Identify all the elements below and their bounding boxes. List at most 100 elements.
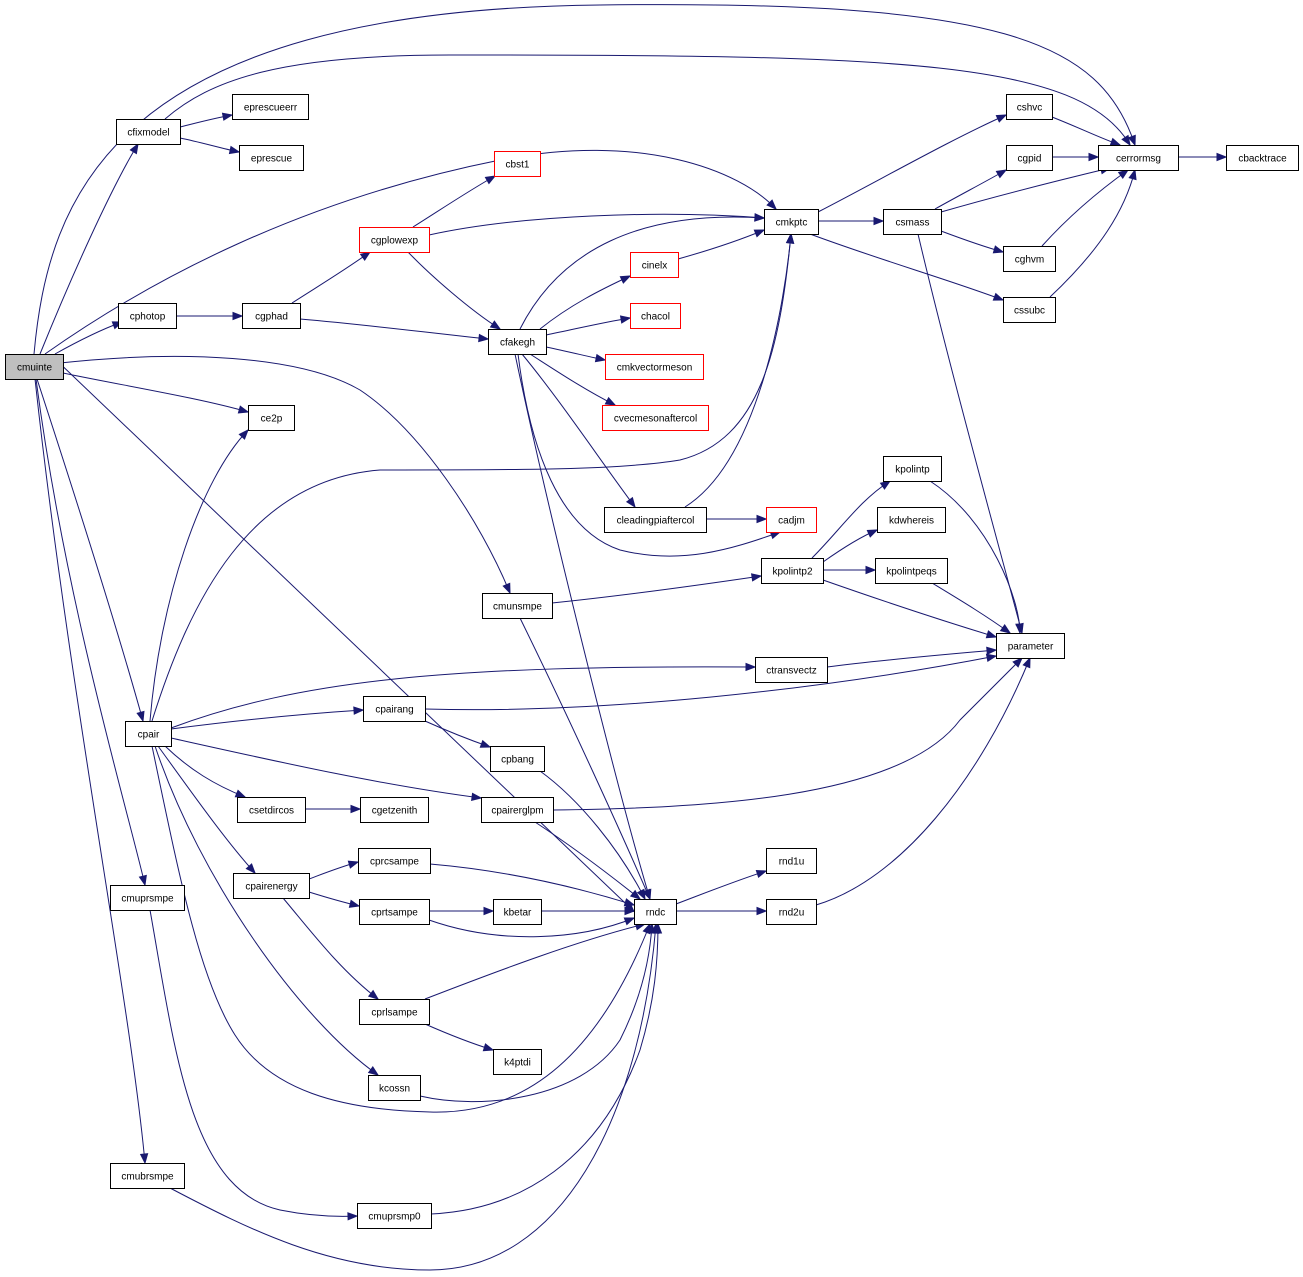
node-cshvc-box [1006, 94, 1053, 120]
edge-cpair-to-csetdircos [164, 745, 247, 798]
edge-cmuprsmp0-to-rndc-arrowhead [653, 922, 663, 934]
edge-cpbang-to-rndc-line [539, 770, 646, 900]
node-cprcsampe[interactable]: cprcsampe [358, 848, 431, 874]
node-cprlsampe[interactable]: cprlsampe [359, 999, 430, 1025]
node-rnd1u[interactable]: rnd1u [766, 848, 817, 874]
node-cadjm[interactable]: cadjm [766, 507, 817, 533]
node-cpairenergy[interactable]: cpairenergy [233, 873, 310, 899]
node-kdwhereis-box [877, 507, 946, 533]
edge-cprcsampe-to-rndc-arrowhead [623, 898, 636, 907]
node-kpolintp-label: kpolintp [895, 465, 930, 476]
node-csmass-label: csmass [896, 218, 930, 229]
edge-csmass-to-cghvm-arrowhead [992, 245, 1005, 254]
node-cfakegh-label: cfakegh [500, 338, 535, 349]
node-cmubrsmpe-box [110, 1163, 185, 1189]
edge-cmuprsmpe-to-cmuprsmp0 [149, 909, 359, 1221]
edge-cpair-to-cpairang [170, 706, 365, 730]
node-csmass[interactable]: csmass [883, 209, 942, 235]
node-cmkptc[interactable]: cmkptc [764, 209, 819, 235]
edge-cfixmodel-to-eprescueerr [179, 112, 234, 128]
node-cpairerglpm[interactable]: cpairerglpm [481, 797, 554, 823]
node-rnd2u[interactable]: rnd2u [766, 899, 817, 925]
node-cmubrsmpe[interactable]: cmubrsmpe [110, 1163, 185, 1189]
edge-cfakegh-to-cleadingpiaftercol-line [521, 353, 636, 508]
node-cmkvectormeson[interactable]: cmkvectormeson [605, 354, 704, 380]
edge-cmuinte-to-cmunsmpe-arrowhead [502, 582, 511, 595]
node-cgplowexp[interactable]: cgplowexp [359, 227, 430, 253]
node-cmuprsmp0[interactable]: cmuprsmp0 [357, 1203, 432, 1229]
node-cleadingpiaftercol[interactable]: cleadingpiaftercol [604, 507, 707, 533]
node-cpairang[interactable]: cpairang [363, 696, 426, 722]
node-cghvm[interactable]: cghvm [1003, 246, 1056, 272]
edge-cfixmodel-to-cerrormsg-arrowhead [1121, 134, 1131, 147]
node-eprescue[interactable]: eprescue [239, 145, 304, 171]
edge-kpolintp-to-parameter-line [929, 480, 1021, 634]
edge-cphotop-to-cgphad [176, 311, 244, 321]
node-csetdircos[interactable]: csetdircos [237, 797, 306, 823]
node-cvecmesonaftercol[interactable]: cvecmesonaftercol [602, 405, 709, 431]
edge-cfixmodel-to-cerrormsg [164, 54, 1131, 147]
edge-cmuinte-to-cfixmodel [39, 142, 139, 355]
edge-cinelx-to-cmkptc [677, 229, 766, 260]
edge-cpair-to-cpairang-arrowhead [353, 706, 365, 715]
edge-cmunsmpe-to-kpolintp2 [551, 573, 763, 604]
edge-cmuprsmp0-to-rndc-line [430, 923, 659, 1215]
node-cgplowexp-box [359, 227, 430, 253]
edge-ctransvectz-to-parameter-line [826, 649, 997, 668]
node-ce2p[interactable]: ce2p [248, 405, 295, 431]
node-cprlsampe-box [359, 999, 430, 1025]
node-cgetzenith[interactable]: cgetzenith [360, 797, 429, 823]
node-eprescue-box [239, 145, 304, 171]
node-rnd1u-label: rnd1u [779, 857, 805, 868]
node-cvecmesonaftercol-box [602, 405, 709, 431]
node-cphotop[interactable]: cphotop [118, 303, 177, 329]
node-k4ptdi[interactable]: k4ptdi [493, 1049, 542, 1075]
node-cmuinte[interactable]: cmuinte [5, 354, 64, 380]
node-cmunsmpe[interactable]: cmunsmpe [482, 593, 553, 619]
edge-cfakegh-to-cinelx-arrowhead [619, 275, 632, 284]
node-kcossn[interactable]: kcossn [368, 1075, 421, 1101]
node-kdwhereis[interactable]: kdwhereis [877, 507, 946, 533]
node-cssubc[interactable]: cssubc [1003, 297, 1056, 323]
node-eprescueerr[interactable]: eprescueerr [232, 94, 309, 120]
node-rndc[interactable]: rndc [634, 899, 677, 925]
edge-cmuinte-to-cmubrsmpe [34, 378, 149, 1165]
edge-cprtsampe-to-rndc-arrowhead [623, 917, 636, 926]
node-ctransvectz[interactable]: ctransvectz [755, 657, 828, 683]
node-cinelx[interactable]: cinelx [630, 252, 679, 278]
node-kpolintp[interactable]: kpolintp [883, 456, 942, 482]
edge-cmunsmpe-to-kpolintp2-line [551, 575, 762, 604]
node-cmuprsmpe[interactable]: cmuprsmpe [110, 885, 185, 911]
node-cfixmodel[interactable]: cfixmodel [116, 119, 181, 145]
edge-kpolintp2-to-parameter-line [822, 579, 997, 638]
node-cpair[interactable]: cpair [125, 721, 172, 747]
node-chacol[interactable]: chacol [630, 303, 681, 329]
node-cbacktrace[interactable]: cbacktrace [1226, 145, 1299, 171]
edge-cprlsampe-to-k4ptdi [424, 1023, 495, 1052]
node-cgpid[interactable]: cgpid [1006, 145, 1053, 171]
edge-cprtsampe-to-kbetar [429, 906, 495, 916]
edge-cfakegh-to-cvecmesonaftercol [529, 353, 617, 406]
edge-csmass-to-parameter-line [917, 233, 1023, 634]
edge-cghvm-to-cerrormsg [1041, 169, 1130, 247]
node-cfixmodel-label: cfixmodel [127, 128, 169, 139]
node-cfakegh[interactable]: cfakegh [488, 329, 547, 355]
node-csetdircos-label: csetdircos [249, 806, 294, 817]
node-cbst1[interactable]: cbst1 [494, 151, 541, 177]
node-cgphad[interactable]: cgphad [242, 303, 301, 329]
node-cleadingpiaftercol-label: cleadingpiaftercol [617, 516, 695, 527]
node-cprtsampe[interactable]: cprtsampe [359, 899, 430, 925]
node-kbetar[interactable]: kbetar [493, 899, 542, 925]
node-cerrormsg[interactable]: cerrormsg [1098, 145, 1179, 171]
node-kpolintpeqs[interactable]: kpolintpeqs [875, 558, 948, 584]
node-cpbang[interactable]: cpbang [490, 746, 545, 772]
node-cshvc-label: cshvc [1017, 103, 1043, 114]
node-parameter[interactable]: parameter [996, 633, 1065, 659]
edge-cmunsmpe-to-rndc-line [519, 617, 651, 900]
edge-cpairerglpm-to-parameter [552, 657, 1023, 811]
node-cshvc[interactable]: cshvc [1006, 94, 1053, 120]
node-ctransvectz-label: ctransvectz [766, 666, 817, 677]
node-cprcsampe-box [358, 848, 431, 874]
edge-cpair-to-cpairenergy-line [157, 745, 256, 874]
node-kpolintp2[interactable]: kpolintp2 [761, 558, 824, 584]
